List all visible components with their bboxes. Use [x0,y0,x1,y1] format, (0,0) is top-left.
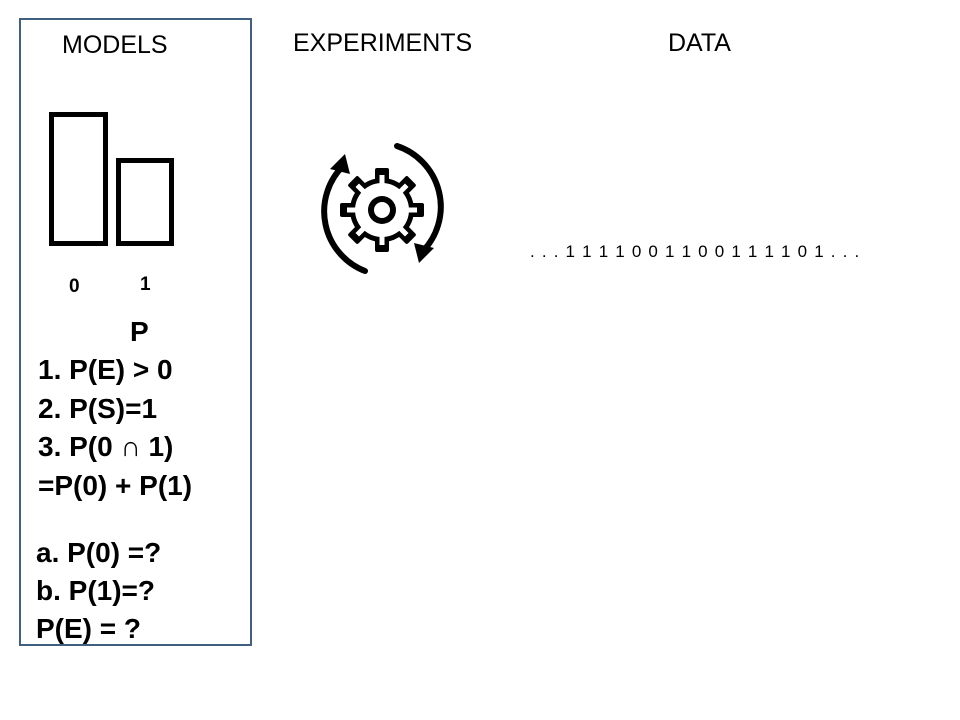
bar-outcome-1 [116,158,174,246]
bar-label-1: 1 [140,274,151,295]
axiom-3-continued: =P(0) + P(1) [38,470,193,501]
models-heading: MODELS [62,31,168,59]
data-heading: DATA [668,29,731,57]
axiom-2: 2. P(S)=1 [38,393,158,424]
models-panel [19,18,252,646]
bar-label-0: 0 [69,276,80,297]
axiom-1: 1. P(E) > 0 [38,354,173,385]
axiom-3: 3. P(0 ∩ 1) [38,431,174,462]
experiments-heading: EXPERIMENTS [293,29,473,57]
bar-outcome-0 [49,112,108,246]
gear-cycle-icon [321,143,444,274]
probability-symbol: P [130,316,149,347]
question-b: b. P(1)=? [36,575,156,606]
data-sequence: . . . 1 1 1 1 0 0 1 1 0 0 1 1 1 1 0 1 . … [530,242,861,261]
question-a: a. P(0) =? [36,537,162,568]
question-e: P(E) = ? [36,613,142,644]
